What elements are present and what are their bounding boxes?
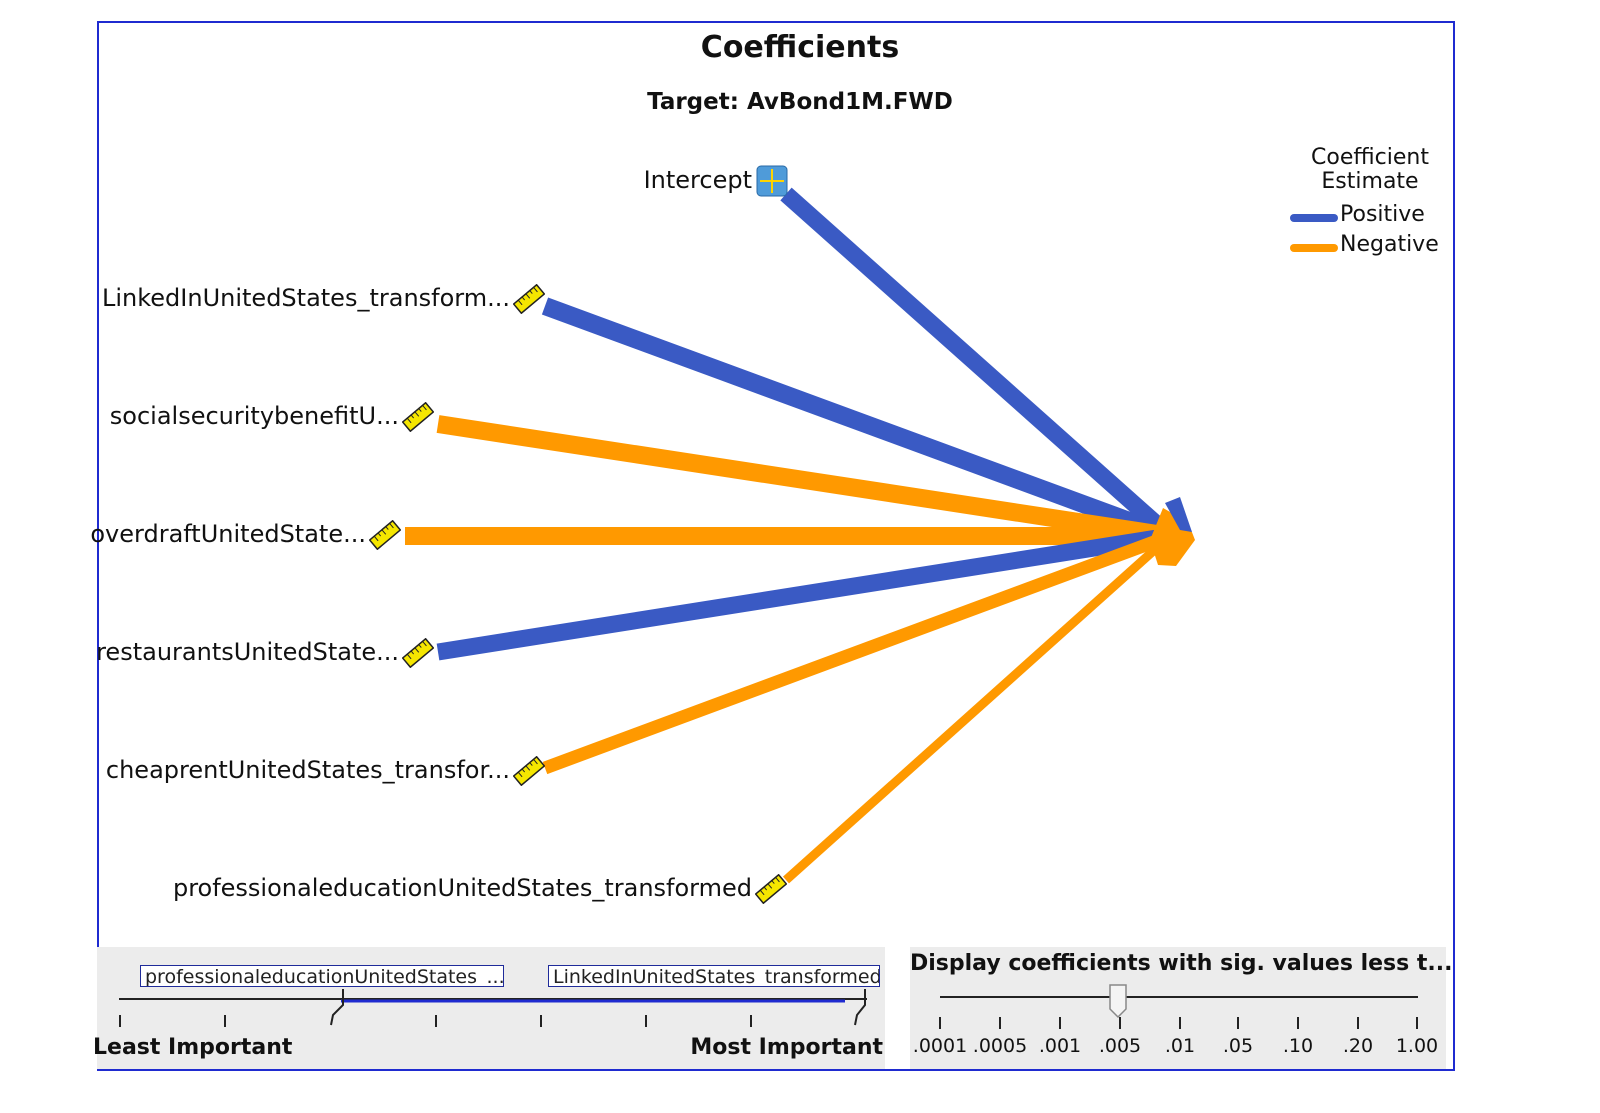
legend-swatch-negative <box>1290 244 1338 252</box>
predictor-label[interactable]: LinkedInUnitedStates_transform... <box>101 284 510 312</box>
ruler-icon <box>401 401 435 436</box>
predictor-label[interactable]: restaurantsUnitedState... <box>96 638 399 666</box>
sig-slider-thumb[interactable] <box>1109 984 1127 1019</box>
sig-slider-title: Display coefficients with sig. values le… <box>910 951 1453 976</box>
importance-slider-panel: professionaleducationUnitedStates_... Li… <box>93 947 885 1069</box>
legend-item-positive: Positive <box>1290 202 1460 232</box>
sig-slider[interactable] <box>910 947 1446 1069</box>
ruler-icon <box>512 755 546 790</box>
most-important-label: Most Important <box>690 1035 883 1060</box>
legend-swatch-positive <box>1290 214 1338 222</box>
importance-slider[interactable] <box>97 947 885 1069</box>
sig-tick-label: .005 <box>1098 1035 1142 1057</box>
sig-tick-label: 1.00 <box>1395 1035 1439 1057</box>
importance-high-label: LinkedInUnitedStates_transformed <box>548 965 880 987</box>
ruler-icon <box>401 637 435 672</box>
predictor-label[interactable]: socialsecuritybenefitU... <box>109 402 399 430</box>
sig-tick-label: .0001 <box>912 1035 968 1057</box>
sig-slider-panel: Display coefficients with sig. values le… <box>910 947 1452 1069</box>
sig-tick-label: .01 <box>1164 1035 1196 1057</box>
sig-tick-label: .20 <box>1342 1035 1374 1057</box>
ruler-icon <box>368 519 402 554</box>
legend-label: Negative <box>1340 232 1439 257</box>
importance-high-handle[interactable] <box>854 989 866 1026</box>
predictor-label[interactable]: overdraftUnitedState... <box>90 520 366 548</box>
coefficient-edge[interactable] <box>436 527 1172 661</box>
target-node-arrow <box>1150 497 1195 566</box>
predictor-label[interactable]: professionaleducationUnitedStates_transf… <box>172 874 752 902</box>
importance-low-label: professionaleducationUnitedStates_... <box>140 965 504 987</box>
coefficient-edge[interactable] <box>541 297 1174 545</box>
legend: Coefficient Estimate Positive Negative <box>1290 146 1460 262</box>
page-subtitle: Target: AvBond1M.FWD <box>647 89 953 115</box>
predictor-label[interactable]: Intercept <box>643 166 752 194</box>
legend-label: Positive <box>1340 202 1425 227</box>
sig-tick-label: .001 <box>1038 1035 1082 1057</box>
sig-tick-label: .10 <box>1282 1035 1314 1057</box>
coefficient-edge[interactable] <box>782 532 1174 884</box>
importance-low-handle[interactable] <box>330 989 344 1026</box>
coefficient-edge[interactable] <box>436 415 1172 545</box>
legend-title-line: Coefficient <box>1311 145 1429 170</box>
ruler-icon <box>512 283 546 318</box>
legend-title: Coefficient Estimate <box>1290 146 1450 194</box>
coefficient-edge[interactable] <box>780 187 1176 543</box>
legend-item-negative: Negative <box>1290 232 1460 262</box>
plus-icon <box>756 165 788 201</box>
page-title: Coefficients <box>700 30 900 65</box>
least-important-label: Least Important <box>93 1035 293 1060</box>
ruler-icon <box>754 873 788 908</box>
sig-tick-label: .0005 <box>972 1035 1028 1057</box>
predictor-label[interactable]: cheaprentUnitedStates_transfor... <box>105 756 510 784</box>
sig-tick-label: .05 <box>1222 1035 1254 1057</box>
coefficient-edge[interactable] <box>542 529 1173 775</box>
legend-title-line: Estimate <box>1321 169 1419 194</box>
